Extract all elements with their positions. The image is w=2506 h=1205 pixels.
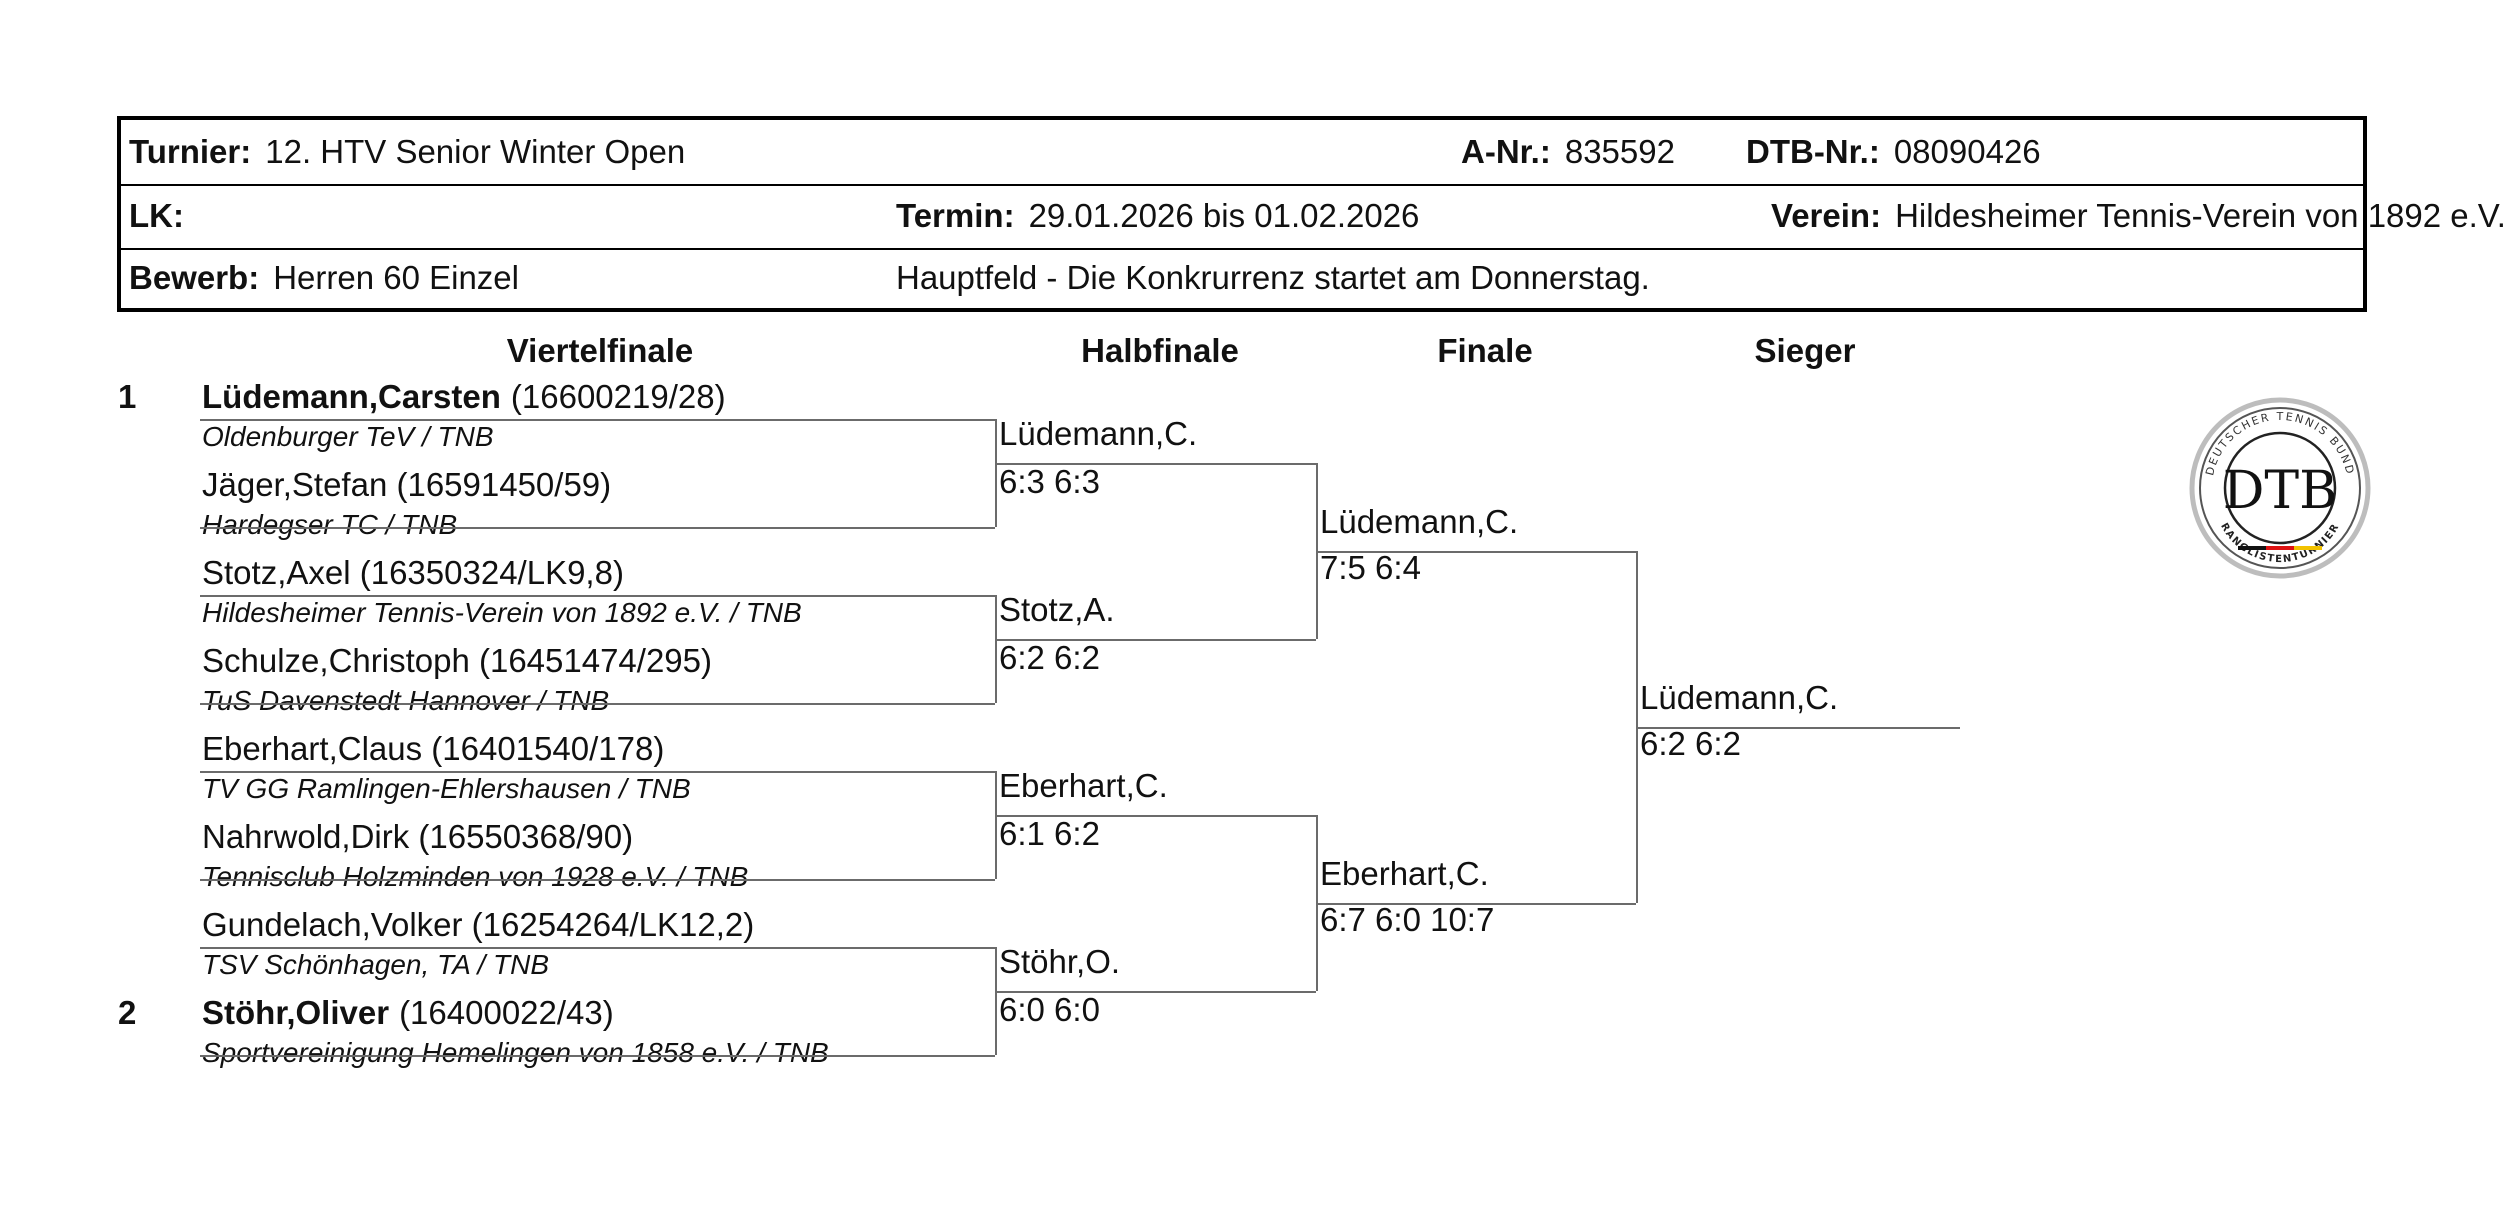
- player-club: Hardegser TC / TNB: [202, 509, 458, 540]
- player-name-bold: Lüdemann,Carsten: [202, 378, 501, 415]
- logo-dtb-text: DTB: [2223, 461, 2338, 521]
- semi-winner-name: Eberhart,C.: [999, 767, 1168, 804]
- player-name: Lüdemann,Carsten(16600219/28): [202, 378, 726, 416]
- seed-number: 1: [118, 378, 137, 415]
- player-club: Tennisclub Holzminden von 1928 e.V. / TN…: [202, 861, 749, 892]
- semi-score: 6:3 6:3: [999, 463, 1100, 500]
- r1-line-bottom: [200, 703, 995, 705]
- termin-value: 29.01.2026 bis 01.02.2026: [1028, 197, 1420, 234]
- feld-note-text: Hauptfeld - Die Konkrurrenz startet am D…: [896, 259, 1650, 296]
- r2-line-top: [995, 463, 1316, 465]
- semi-winner-name: Lüdemann,C.: [999, 415, 1198, 452]
- round-title-sieger: Sieger: [1754, 332, 1856, 369]
- bewerb-label: Bewerb:: [129, 259, 260, 296]
- player-club: Hildesheimer Tennis-Verein von 1892 e.V.…: [202, 597, 802, 628]
- semi-winner-name: Stöhr,O.: [999, 943, 1121, 980]
- player-id: (16400022/43): [399, 994, 614, 1031]
- player-name: Eberhart,Claus (16401540/178): [202, 730, 665, 767]
- r1-line-bottom: [200, 527, 995, 529]
- turnier-label: Turnier:: [129, 133, 252, 170]
- r1-line-top: [200, 947, 995, 949]
- champion-line: [1636, 727, 1960, 729]
- bewerb-value: Herren 60 Einzel: [273, 259, 519, 296]
- verein-field: Verein: Hildesheimer Tennis-Verein von 1…: [1771, 184, 2506, 248]
- lk-label: LK:: [129, 197, 184, 234]
- r1-line-top: [200, 595, 995, 597]
- feld-note: Hauptfeld - Die Konkrurrenz startet am D…: [896, 248, 1650, 308]
- player-id: (16600219/28): [510, 378, 726, 415]
- r1-line-bottom: [200, 879, 995, 881]
- r2-line-bottom: [995, 991, 1316, 993]
- turnier-value: 12. HTV Senior Winter Open: [265, 133, 686, 170]
- r1-connector: [995, 771, 997, 879]
- semi-winner-name: Stotz,A.: [999, 591, 1115, 628]
- round-title-viertelfinale: Viertelfinale: [506, 332, 694, 369]
- termin-label: Termin:: [896, 197, 1015, 234]
- champion-name: Lüdemann,C.: [1640, 679, 1839, 716]
- r1-connector: [995, 595, 997, 703]
- anr-value: 835592: [1564, 133, 1675, 170]
- dtbnr-value: 08090426: [1893, 133, 2041, 170]
- semi-score: 6:2 6:2: [999, 639, 1100, 676]
- header-row-2: LK: Termin: 29.01.2026 bis 01.02.2026 Ve…: [121, 184, 2506, 250]
- player-name: Jäger,Stefan (16591450/59): [202, 466, 612, 503]
- r2-line-bottom: [995, 639, 1316, 641]
- player-club: TSV Schönhagen, TA / TNB: [202, 949, 550, 980]
- verein-label: Verein:: [1771, 197, 1882, 234]
- player-name: Stotz,Axel (16350324/LK9,8): [202, 554, 624, 591]
- anr-label: A-Nr.:: [1461, 133, 1551, 170]
- final-winner-name: Eberhart,C.: [1320, 855, 1489, 892]
- final-score: 7:5 6:4: [1320, 549, 1421, 586]
- player-club: TV GG Ramlingen-Ehlershausen / TNB: [202, 773, 691, 804]
- semi-score: 6:0 6:0: [999, 991, 1100, 1028]
- tournament-header: Turnier: 12. HTV Senior Winter Open A-Nr…: [117, 116, 2506, 312]
- r3-line-top: [1316, 551, 1636, 553]
- header-row-3: Bewerb: Herren 60 Einzel Hauptfeld - Die…: [121, 248, 2363, 308]
- r3-line-bottom: [1316, 903, 1636, 905]
- player-club: Oldenburger TeV / TNB: [202, 421, 494, 452]
- round-title-finale: Finale: [1437, 332, 1533, 369]
- r1-line-top: [200, 419, 995, 421]
- verein-value: Hildesheimer Tennis-Verein von 1892 e.V.: [1895, 197, 2506, 234]
- player-club: TuS Davenstedt Hannover / TNB: [202, 685, 610, 716]
- player-name: Stöhr,Oliver(16400022/43): [202, 994, 614, 1032]
- player-name: Schulze,Christoph (16451474/295): [202, 642, 713, 679]
- termin-field: Termin: 29.01.2026 bis 01.02.2026: [896, 184, 1419, 248]
- lk-field: LK:: [129, 184, 198, 248]
- player-club: Sportvereinigung Hemelingen von 1858 e.V…: [202, 1037, 829, 1068]
- player-name: Gundelach,Volker (16254264/LK12,2): [202, 906, 755, 943]
- r1-line-top: [200, 771, 995, 773]
- r1-connector: [995, 419, 997, 527]
- anr-field: A-Nr.: 835592: [1461, 120, 1675, 184]
- r1-line-bottom: [200, 1055, 995, 1057]
- seed-number: 2: [118, 994, 137, 1031]
- header-row-1: Turnier: 12. HTV Senior Winter Open A-Nr…: [121, 120, 2363, 186]
- dtbnr-field: DTB-Nr.: 08090426: [1746, 120, 2041, 184]
- player-name-bold: Stöhr,Oliver: [202, 994, 390, 1031]
- r2-line-top: [995, 815, 1316, 817]
- final-score: 6:7 6:0 10:7: [1320, 901, 1495, 938]
- champion-score: 6:2 6:2: [1640, 725, 1741, 762]
- final-winner-name: Lüdemann,C.: [1320, 503, 1519, 540]
- round-title-halbfinale: Halbfinale: [1081, 332, 1239, 369]
- dtbnr-label: DTB-Nr.:: [1746, 133, 1880, 170]
- bewerb-field: Bewerb: Herren 60 Einzel: [129, 248, 519, 308]
- turnier-field: Turnier: 12. HTV Senior Winter Open: [129, 120, 685, 184]
- semi-score: 6:1 6:2: [999, 815, 1100, 852]
- r1-connector: [995, 947, 997, 1055]
- dtb-logo: DEUTSCHER TENNIS BUND RANGLISTENTURNIER …: [2189, 397, 2371, 579]
- player-name: Nahrwold,Dirk (16550368/90): [202, 818, 634, 855]
